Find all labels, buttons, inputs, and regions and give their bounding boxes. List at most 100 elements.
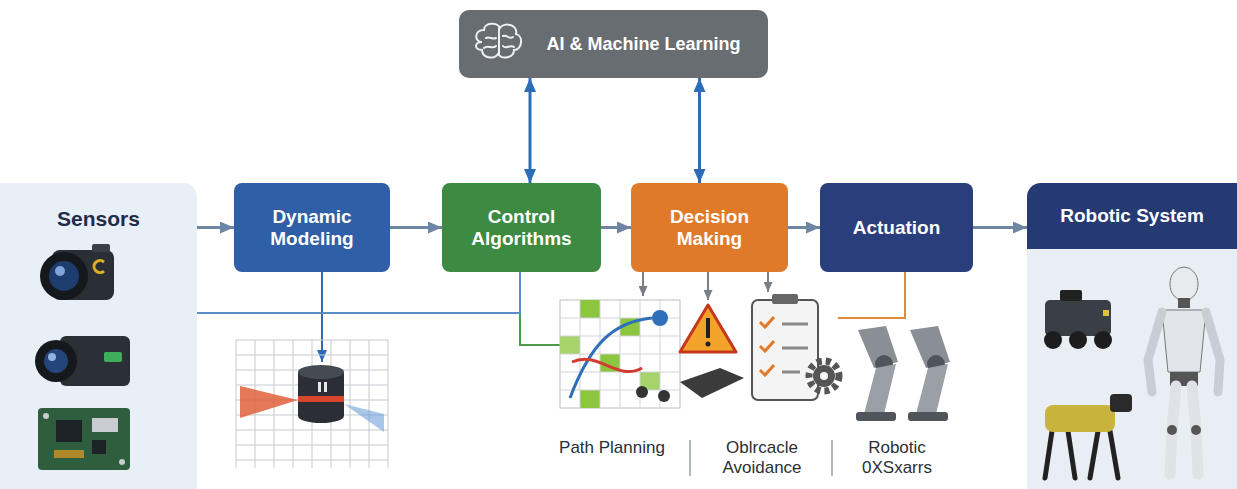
flow-arrow [788,226,820,229]
process-box: Decision Making [631,183,788,272]
robotic-leg [856,412,896,421]
camera-icon [49,261,79,291]
path-planning-map [572,359,642,371]
path-planning-map [652,310,668,326]
lidar-model [324,382,327,392]
humanoid-robot [1162,310,1206,372]
path-planning-map [580,300,600,318]
circuit-board [92,440,106,454]
rover-robot [1069,331,1087,349]
warning-sign [706,342,711,347]
camera-icon [44,349,68,373]
robotic-leg [856,326,950,421]
humanoid-robot [1148,312,1162,392]
circuit-board [54,450,84,458]
brain-icon [476,24,521,58]
brain-icon [503,36,513,38]
caption-label: Path Planning [557,438,667,458]
camera-icon [40,252,88,300]
warning-sign [680,305,736,352]
robot-dog [1045,431,1118,478]
camera-icon [35,340,77,382]
node-label: Robotic System [1060,205,1204,227]
checklist-icon [813,365,835,387]
rover-robot [1044,331,1062,349]
camera-icon [48,353,56,361]
checklist-icon [752,294,839,400]
sensor-panel: Sensors [0,183,197,489]
label-separator [689,440,691,476]
sensor-panel-ground [0,183,197,489]
humanoid-robot [1170,267,1198,301]
label-separator [831,440,833,476]
path-planning-map [658,390,670,402]
checklist-icon [772,294,798,304]
lidar-model [298,409,344,423]
warning-sign [680,368,744,398]
brain-icon [484,46,496,48]
leader-line [838,272,905,318]
path-planning-map [636,386,648,398]
camera-icon [40,244,114,300]
node-label: Sensors [57,207,140,231]
path-planning-map [560,300,680,408]
node-label: Decision Making [641,206,778,250]
leader-line [321,272,323,362]
robotic-leg [908,412,948,421]
flow-arrow [390,226,442,229]
circuit-board [92,418,118,432]
robot-panel-ground [1027,183,1237,249]
rover-robot [1060,290,1082,301]
checklist-icon [782,324,808,372]
node-label: AI & Machine Learning [546,34,740,55]
model-grid [236,340,388,468]
lidar-model [318,382,321,392]
caption-label: Oblrcacle Avoidance [697,438,827,479]
node-label: Dynamic Modeling [244,206,380,250]
process-box: Actuation [820,183,973,272]
camera-icon [104,352,122,362]
ml-box: AI & Machine Learning [459,10,768,78]
camera-icon [92,244,110,252]
rover-robot [1044,290,1112,349]
robot-panel: Robotic System [1027,183,1237,489]
checklist-icon [760,317,774,375]
robotic-leg [916,364,948,414]
rover-robot [1103,310,1109,316]
robot-panel-ground [1027,183,1237,489]
path-planning-map [560,336,580,354]
flow-arrow [197,226,234,229]
ml-box-ground [459,10,768,78]
warning-sign [706,318,710,338]
leader-line [707,272,709,300]
circuit-board [56,420,82,442]
node-label: Actuation [853,217,941,239]
lidar-model [240,365,384,432]
node-label: Control Algorithms [452,206,591,250]
brain-icon [498,28,500,54]
lidar-model [298,365,344,379]
flow-arrow [601,226,631,229]
circuit-board [119,459,125,465]
humanoid-robot [1167,425,1177,435]
humanoid-robot [1178,298,1190,308]
process-box: Dynamic Modeling [234,183,390,272]
leader-line [767,272,769,292]
humanoid-robot [1148,267,1220,474]
flow-arrow [973,226,1027,229]
warning-sign [680,305,744,398]
lidar-model [344,404,384,432]
robot-panel-ground [1027,183,1237,489]
brain-icon [486,37,496,38]
flow-arrow [698,78,701,183]
flow-arrow [197,272,520,313]
path-planning-map [570,318,652,398]
robot-panel-ground [1027,230,1237,249]
model-grid [236,340,388,468]
circuit-board [38,408,130,470]
path-planning-map [560,300,680,408]
camera-icon [35,336,130,386]
